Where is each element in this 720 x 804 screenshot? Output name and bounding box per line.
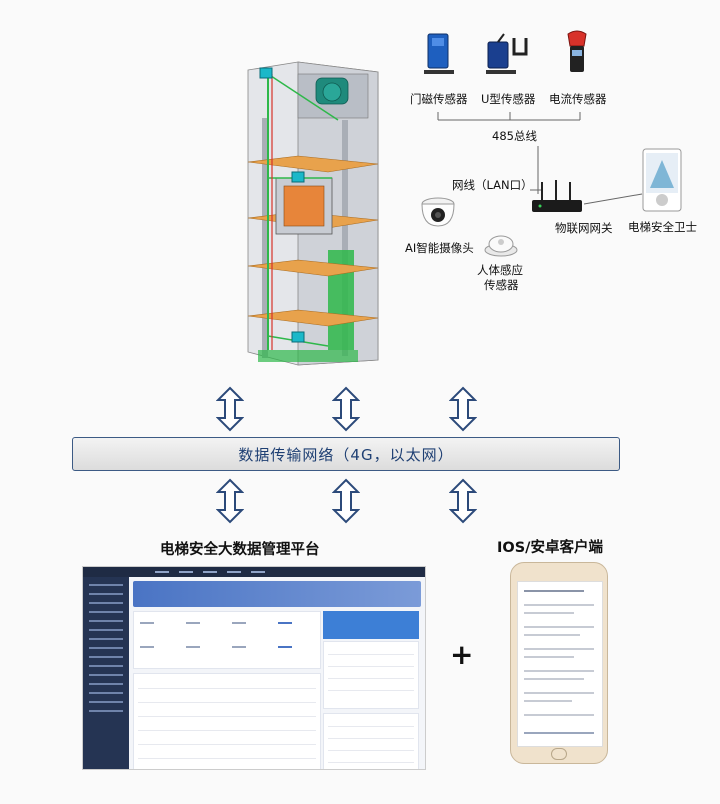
- body-sensor-icon: [484, 235, 518, 257]
- phone-home-button: [551, 748, 567, 760]
- dashboard-alert-card: [323, 611, 419, 639]
- gateway-guard-line: [584, 193, 643, 205]
- network-banner-text: 数据传输网络（4G，以太网）: [238, 445, 454, 464]
- client-title: IOS/安卓客户端: [497, 540, 603, 556]
- elevator-shaft-illustration: [247, 61, 379, 366]
- bus-label: 485总线: [492, 129, 537, 143]
- double-arrow-icon: [332, 386, 360, 432]
- dashboard-stats-card: [133, 611, 321, 669]
- mobile-client-screen: [517, 581, 603, 747]
- current-sensor-icon: [567, 30, 587, 72]
- lan-line: [530, 189, 542, 191]
- camera-label: AI智能摄像头: [405, 241, 474, 255]
- gateway-icon: [532, 180, 582, 212]
- network-banner: 数据传输网络（4G，以太网）: [72, 437, 620, 471]
- gateway-label: 物联网网关: [555, 221, 613, 235]
- double-arrow-icon: [449, 478, 477, 524]
- current-sensor-label: 电流传感器: [549, 92, 607, 106]
- dashboard-list-card: [323, 641, 419, 709]
- double-arrow-icon: [216, 478, 244, 524]
- double-arrow-icon: [332, 478, 360, 524]
- double-arrow-icon: [449, 386, 477, 432]
- plus-sign: +: [450, 638, 474, 671]
- guard-label: 电梯安全卫士: [628, 220, 697, 234]
- body-sensor-label-2: 传感器: [484, 278, 519, 292]
- body-sensor-label-1: 人体感应: [477, 263, 523, 277]
- mobile-client-phone: [510, 562, 608, 764]
- dashboard-topbar: [83, 567, 425, 577]
- dashboard-sidebar: [83, 577, 129, 769]
- u-sensor-icon: [486, 33, 528, 74]
- door-sensor-label: 门磁传感器: [410, 92, 468, 106]
- camera-icon: [421, 197, 455, 227]
- guard-tablet-icon: [642, 148, 682, 212]
- double-arrow-icon: [216, 386, 244, 432]
- lan-label: 网线（LAN口）: [452, 178, 533, 192]
- dashboard-hero: [133, 581, 421, 607]
- door-sensor-icon: [424, 33, 454, 74]
- bus-connector-lines: [437, 112, 581, 194]
- platform-title: 电梯安全大数据管理平台: [160, 542, 320, 558]
- dashboard-side-table-card: [323, 713, 419, 769]
- dashboard-main: [133, 581, 421, 769]
- u-sensor-label: U型传感器: [481, 92, 536, 106]
- platform-dashboard-screenshot: [82, 566, 426, 770]
- dashboard-table-card: [133, 673, 321, 769]
